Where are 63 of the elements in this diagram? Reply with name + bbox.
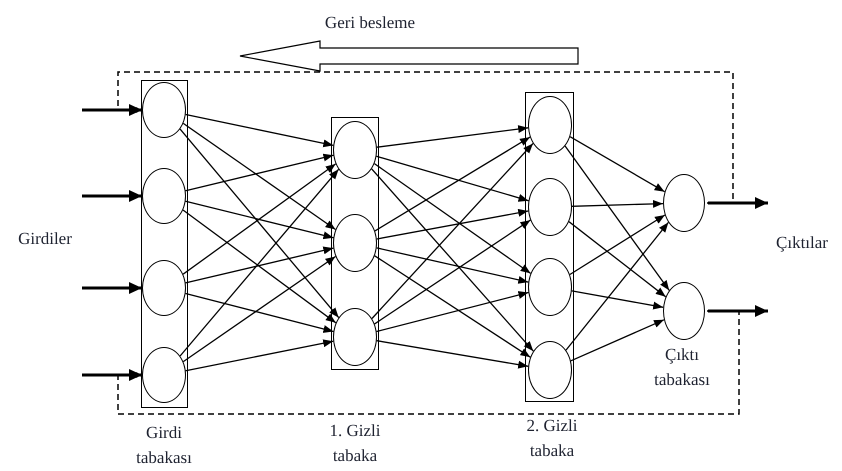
arrow (82, 282, 142, 294)
text-label: Çıktı tabakası (653, 344, 711, 391)
neuron-circle (663, 282, 705, 340)
arrow (570, 136, 665, 192)
layer-label: 2. Gizli tabaka (526, 415, 578, 462)
arrow (82, 190, 142, 202)
layer-box (331, 117, 379, 370)
layer-label: Girdi tabakası (135, 422, 193, 469)
arrow (374, 255, 531, 358)
arrow (182, 256, 336, 362)
arrow (82, 369, 142, 381)
neuron-circle (332, 214, 376, 272)
arrow (568, 221, 666, 298)
arrow (185, 246, 334, 284)
layer-label: 1. Gizli tabaka (328, 420, 382, 467)
arrow (371, 168, 534, 352)
text-label: Çıktılar (775, 232, 829, 254)
arrow (374, 136, 530, 232)
arrow (182, 209, 336, 324)
arrow (570, 319, 664, 362)
neuron-circle (528, 96, 572, 154)
arrow (376, 208, 528, 240)
arrow (180, 128, 340, 318)
arrow (372, 143, 534, 319)
arrow (376, 125, 528, 148)
arrow (376, 291, 529, 332)
arrow (182, 122, 336, 230)
arrow (180, 168, 340, 356)
arrow (186, 339, 334, 372)
neuron-circle (663, 174, 705, 232)
arrow (185, 292, 334, 333)
arrow (186, 114, 334, 148)
arrow (564, 146, 670, 291)
arrow (182, 163, 336, 275)
layer-box (141, 80, 188, 408)
layer-box (525, 92, 574, 402)
arrow (82, 104, 142, 116)
arrow (376, 340, 528, 369)
arrow (376, 247, 528, 284)
neuron-circle (142, 260, 186, 316)
neuron-circle (142, 346, 186, 402)
feedback-arrow (117, 71, 734, 204)
feedback-arrow (117, 310, 740, 415)
arrow (185, 154, 334, 192)
arrow (708, 197, 768, 209)
neuron-circle (142, 168, 186, 224)
arrow (376, 156, 529, 202)
arrow (566, 222, 669, 350)
arrow (185, 200, 334, 240)
neuron-circle (528, 258, 572, 316)
neuron-circle (332, 120, 376, 178)
neuron-circle (142, 82, 186, 138)
neuron-circle (332, 308, 376, 366)
arrow (570, 214, 666, 276)
arrow (572, 290, 664, 310)
text-label: Geri besleme (324, 12, 416, 34)
arrow (572, 200, 664, 208)
neuron-circle (528, 178, 572, 236)
arrow (374, 163, 531, 274)
arrow (708, 305, 768, 317)
neuron-circle (528, 340, 572, 398)
arrow (374, 220, 531, 324)
text-label: Girdiler (17, 228, 73, 250)
